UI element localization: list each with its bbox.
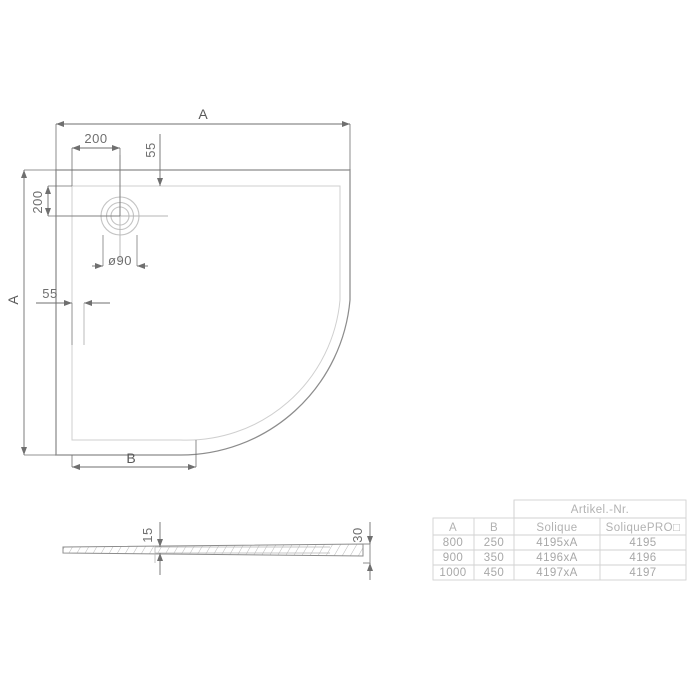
dim-edge-offset-top-55: 55 xyxy=(143,134,163,186)
dim-edge-offset-left-55: 55 xyxy=(36,286,110,345)
table-col-header-a: A xyxy=(449,522,457,534)
table-cell-soliquepro: 4195 xyxy=(629,537,656,549)
dim-outer-height-30: 30 xyxy=(350,522,373,580)
table-cell-b: 250 xyxy=(484,537,504,549)
dim-overall-depth-A: A xyxy=(5,169,56,456)
dim-label-inner-height: 15 xyxy=(140,527,155,542)
table-cell-solique: 4195xA xyxy=(536,537,577,549)
dim-straight-edge-B: B xyxy=(71,440,197,470)
dim-label-edge-offset-left: 55 xyxy=(42,286,57,301)
table-cell-soliquepro: 4197 xyxy=(629,567,656,579)
section-view: 15 30 xyxy=(62,522,373,580)
table-row: 900 350 4196xA 4196 xyxy=(443,552,656,564)
section-profile xyxy=(62,543,364,557)
dim-drain-offset-y-200: 200 xyxy=(30,185,120,217)
dim-drain-diameter: ø90 xyxy=(92,235,148,269)
dim-inner-height-15: 15 xyxy=(140,522,330,575)
drain-assembly xyxy=(56,155,168,262)
table-col-header-soliquepro: SoliquePRO□ xyxy=(606,522,681,534)
dim-label-edge-offset-top: 55 xyxy=(143,142,158,157)
dim-label-drain-offset-y: 200 xyxy=(30,190,45,213)
table-cell-solique: 4196xA xyxy=(536,552,577,564)
table-cell-b: 450 xyxy=(484,567,504,579)
dim-overall-width-A: A xyxy=(55,106,351,170)
table-col-header-b: B xyxy=(490,522,498,534)
table-col-header-solique: Solique xyxy=(536,522,577,534)
article-number-table: Artikel.-Nr. A B Solique SoliquePRO□ 800… xyxy=(432,499,687,581)
dim-label-outer-height: 30 xyxy=(350,527,365,542)
table-cell-a: 800 xyxy=(443,537,463,549)
table-cell-a: 1000 xyxy=(439,567,466,579)
table-cell-solique: 4197xA xyxy=(536,567,577,579)
table-cell-soliquepro: 4196 xyxy=(629,552,656,564)
tray-plan-outline xyxy=(55,169,351,456)
section-right-edge xyxy=(363,543,371,564)
dim-label-drain-diameter: ø90 xyxy=(108,253,132,268)
table-cell-a: 900 xyxy=(443,552,463,564)
table-group-header: Artikel.-Nr. xyxy=(571,504,629,516)
dim-label-overall-width: A xyxy=(198,106,208,122)
table-row: 800 250 4195xA 4195 xyxy=(443,537,656,549)
dim-label-overall-depth: A xyxy=(5,295,21,305)
dim-drain-offset-x-200: 200 xyxy=(71,131,121,216)
dim-label-straight-edge: B xyxy=(126,450,135,466)
table-cell-b: 350 xyxy=(484,552,504,564)
table-row: 1000 450 4197xA 4197 xyxy=(439,567,656,579)
dim-label-drain-offset-x: 200 xyxy=(84,131,107,146)
